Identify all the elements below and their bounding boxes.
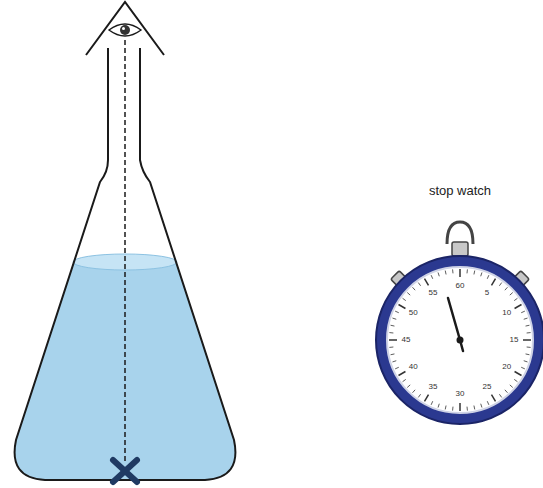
dial-number: 45 [402, 336, 411, 344]
dial-tick [505, 390, 508, 393]
dial-tick [467, 269, 468, 273]
dial-number: 20 [502, 363, 511, 371]
dial-tick [459, 403, 461, 411]
dial-tick [445, 406, 447, 410]
dial-tick [492, 395, 496, 402]
dial-tick [487, 275, 489, 279]
dial-number: 55 [429, 289, 438, 297]
dial-tick [467, 407, 468, 411]
dial-tick [425, 395, 429, 402]
dial-tick [418, 394, 420, 397]
dial-tick [523, 339, 531, 341]
cross-mark [113, 460, 137, 482]
dial-tick [391, 353, 395, 355]
dial-tick [395, 311, 399, 313]
dial-tick [521, 311, 525, 313]
dial-number: 30 [456, 390, 465, 398]
dial-number: 5 [485, 289, 489, 297]
watch-hand [448, 298, 460, 340]
dial-number: 60 [456, 282, 465, 290]
dial-tick [392, 361, 396, 362]
dial-tick [527, 332, 531, 333]
dial-tick [395, 367, 399, 369]
dial-tick [526, 325, 530, 327]
dial-number: 10 [502, 309, 511, 317]
dial-number: 15 [510, 336, 519, 344]
dial-tick [481, 404, 482, 408]
dial-tick [407, 385, 410, 388]
dial-tick [392, 318, 396, 319]
dial-tick [499, 283, 501, 286]
dial-tick [473, 271, 475, 275]
dial-tick [526, 353, 530, 355]
dial-number: 50 [409, 309, 418, 317]
dial-tick [389, 339, 397, 341]
dial-tick [521, 367, 525, 369]
dial-tick [418, 283, 420, 286]
dial-tick [425, 279, 429, 286]
dial-number: 25 [483, 383, 492, 391]
dial-tick [515, 372, 522, 376]
dial-tick [452, 407, 453, 411]
dial-tick [524, 361, 528, 362]
dial-tick [524, 318, 528, 319]
dial-tick [389, 347, 393, 348]
dial-number: 35 [429, 383, 438, 391]
dial-tick [445, 271, 447, 275]
dial-tick [481, 272, 482, 276]
dial-tick [515, 305, 522, 309]
sight-line [124, 40, 126, 462]
stop-watch [376, 222, 543, 424]
dial-number: 40 [409, 363, 418, 371]
dial-tick [452, 269, 453, 273]
dial-tick [527, 347, 531, 348]
dial-tick [412, 390, 415, 393]
dial-tick [514, 379, 517, 381]
watch-label: stop watch [429, 184, 491, 197]
dial-tick [505, 287, 508, 290]
dial-tick [403, 379, 406, 381]
dial-tick [403, 298, 406, 300]
dial-tick [399, 305, 406, 309]
liquid [0, 262, 260, 488]
dial-tick [438, 404, 439, 408]
dial-tick [389, 332, 393, 333]
dial-tick [510, 292, 513, 295]
dial-tick [407, 292, 410, 295]
dial-tick [487, 401, 489, 405]
dial-tick [438, 272, 439, 276]
dial-tick [399, 372, 406, 376]
dial-tick [499, 394, 501, 397]
dial-tick [514, 298, 517, 300]
dial-tick [431, 275, 433, 279]
dial-tick [412, 287, 415, 290]
dial-tick [473, 406, 475, 410]
dial-tick [391, 325, 395, 327]
dial-tick [459, 269, 461, 277]
dial-tick [510, 385, 513, 388]
dial-tick [492, 279, 496, 286]
dial-tick [431, 401, 433, 405]
eye-symbol [86, 2, 164, 55]
